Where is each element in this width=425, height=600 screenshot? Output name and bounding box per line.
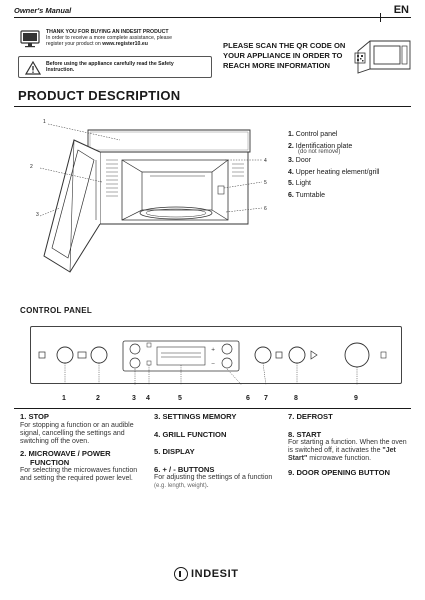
header-rule (14, 17, 411, 18)
cp-num-3: 3 (132, 395, 136, 402)
brand-name: INDESIT (191, 568, 239, 580)
list-item: 5. Light (288, 180, 311, 188)
monitor-icon (20, 30, 40, 53)
start-title: 8. START (288, 429, 322, 439)
cp-num-1: 1 (62, 395, 66, 402)
microwave-body: For selecting the microwaves function an… (20, 467, 138, 483)
warning-line1: Before using the appliance carefully rea… (46, 61, 174, 67)
cp-num-6: 6 (246, 395, 250, 402)
callout-5: 5 (264, 180, 267, 186)
qr-microwave-illustration (352, 33, 414, 82)
qr-text: PLEASE SCAN THE QR CODE ON YOUR APPLIANC… (223, 41, 345, 71)
register-link[interactable]: www.register10.eu (102, 41, 148, 48)
cp-num-9: 9 (354, 395, 358, 402)
qr-line3: REACH MORE INFORMATION (223, 61, 331, 70)
plus-minus-body: For adjusting the settings of a function… (154, 474, 273, 490)
header-tick (380, 13, 381, 22)
microwave-title-2: FUNCTION (30, 457, 70, 467)
list-item: 1. Control panel (288, 131, 338, 138)
cp-num-8: 8 (294, 395, 298, 402)
callout-3: 3 (36, 212, 39, 218)
svg-text:−: − (211, 361, 215, 367)
control-panel-illustration: + − (30, 326, 402, 385)
callout-1: 1 (43, 119, 46, 125)
list-item: 6. Turntable (288, 191, 325, 199)
cp-num-5: 5 (178, 395, 182, 402)
stop-body: For stopping a function or an audible si… (20, 421, 134, 445)
list-item: 2. Identification plate (288, 142, 353, 150)
brand-mark-icon (174, 567, 188, 581)
manual-label: Owner's Manual (14, 6, 72, 15)
qr-line2: YOUR APPLIANCE IN ORDER TO (223, 51, 343, 60)
cp-col-3: 7. DEFROST 8. START For starting a funct… (288, 412, 412, 477)
control-panel-title: CONTROL PANEL (20, 306, 93, 315)
product-description-title: PRODUCT DESCRIPTION (18, 88, 181, 103)
svg-text:+: + (211, 347, 215, 353)
warning-box: Before using the appliance carefully rea… (18, 56, 212, 78)
microwave-title: 2. MICROWAVE / POWER (20, 449, 111, 459)
door-button-title: 9. DOOR OPENING BUTTON (288, 467, 390, 477)
callout-6: 6 (264, 206, 267, 212)
callout-4: 4 (264, 158, 267, 164)
register-line1: In order to receive a more complete assi… (46, 35, 173, 42)
warning-line2: Instruction. (46, 67, 75, 74)
defrost-title: 7. DEFROST (288, 412, 333, 421)
list-item: 3. Door (288, 157, 311, 165)
cp-num-4: 4 (146, 395, 150, 402)
grill-title: 4. GRILL FUNCTION (154, 429, 227, 439)
cp-col-2: 3. SETTINGS MEMORY 4. GRILL FUNCTION 5. … (154, 412, 282, 490)
register-text: THANK YOU FOR BUYING AN INDESIT PRODUCT … (46, 29, 216, 48)
display-title: 5. DISPLAY (154, 447, 195, 456)
language-code: EN (393, 4, 409, 16)
control-panel-rule (14, 408, 411, 409)
warning-icon (24, 60, 42, 80)
title-rule (14, 106, 411, 107)
stop-title: 1. STOP (20, 412, 49, 421)
indesit-logo: INDESIT (174, 567, 239, 581)
cp-col-1: 1. STOP For stopping a function or an au… (20, 412, 148, 484)
callout-2: 2 (30, 164, 33, 170)
list-item: 4. Upper heating element/grill (288, 168, 380, 176)
qr-line1: PLEASE SCAN THE QR CODE ON (223, 41, 346, 50)
start-body: For starting a function. When the oven i… (288, 439, 407, 463)
cp-num-2: 2 (96, 395, 100, 402)
register-line2: register your product on www.register10.… (46, 41, 148, 48)
plus-minus-title: 6. + / - BUTTONS (154, 464, 215, 474)
settings-memory-title: 3. SETTINGS MEMORY (154, 412, 237, 421)
list-item-note: (do not remove) (298, 149, 341, 156)
register-title: THANK YOU FOR BUYING AN INDESIT PRODUCT (46, 29, 169, 35)
microwave-illustration (30, 116, 280, 296)
product-parts-list: 1. Control panel 2. Identification plate… (288, 129, 379, 202)
cp-num-7: 7 (264, 395, 268, 402)
